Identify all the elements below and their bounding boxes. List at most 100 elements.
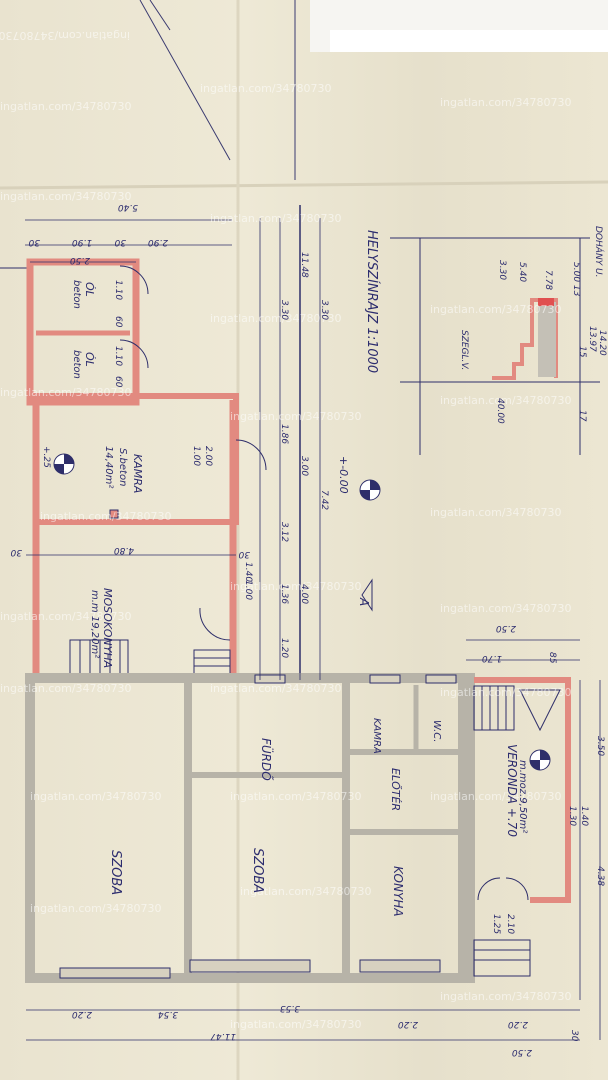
dim-label: 2.20 [508, 1019, 528, 1029]
dim-label: 3.30 [319, 300, 329, 320]
section-label-a: A [357, 597, 371, 606]
dim-label: 2.50 [70, 255, 90, 265]
veranda-stairs [473, 685, 561, 732]
window-marks [59, 674, 457, 979]
watermarks: ingatlan.com/34780730 ingatlan.com/34780… [0, 29, 572, 1031]
watermark-text: ingatlan.com/34780730 [210, 212, 342, 225]
chimney [109, 509, 119, 519]
dim-label: 60 [113, 316, 123, 328]
outbuilding [26, 258, 267, 677]
watermark-text: ingatlan.com/34780730 [440, 96, 572, 109]
dim-label: 3.50 [595, 736, 605, 756]
dim-label: 1.10 [113, 280, 123, 300]
dim-label: 30 [238, 549, 250, 559]
dim-label: 1.90 [72, 237, 92, 247]
entry-door-swing-1 [477, 877, 501, 901]
room-label-kamra: KAMRA [371, 718, 382, 754]
diagonal-line [139, 0, 231, 161]
site-plan-title: HELYSZÍNRAJZ 1:1000 [364, 230, 380, 373]
dim-label: 30 [569, 1030, 579, 1042]
main-house [25, 673, 571, 983]
ol2-door-swing [119, 339, 149, 369]
dim-label: 1.25 [491, 914, 501, 934]
dim-label: 1.40 [579, 806, 589, 826]
entry-door-swing-2 [505, 877, 529, 901]
watermark-text: ingatlan.com/34780730 [0, 100, 132, 113]
veranda-walls [474, 677, 571, 903]
dim-label: 2.20 [398, 1019, 418, 1029]
watermark-text: ingatlan.com/34780730 [440, 394, 572, 407]
watermark-text: ingatlan.com/34780730 [210, 312, 342, 325]
dim-label: 1.30 [567, 806, 577, 826]
dim-label: 1.00 [243, 580, 253, 600]
dim-label: 4.80 [114, 545, 134, 555]
watermark-text: ingatlan.com/34780730 [0, 386, 132, 399]
room-area-veranda: m.moz.9,50m² [517, 760, 528, 833]
room-label-szoba-1: SZOBA [108, 850, 123, 895]
watermark-text: ingatlan.com/34780730 [440, 602, 572, 615]
room-area-mosokonyha: m.m 19,20m² [89, 590, 100, 658]
watermark-text: ingatlan.com/34780730 [0, 190, 132, 203]
watermark-text: ingatlan.com/34780730 [210, 682, 342, 695]
room-sub-ol-1: beton [71, 280, 82, 309]
dimension-lines [25, 218, 601, 1041]
room-label-kamra-big: KAMRA [131, 454, 144, 493]
dim-label: 5.40 [118, 202, 138, 212]
room-label-ol-1: ÓL [83, 282, 96, 297]
room-label-ol-2: ÓL [83, 352, 96, 367]
dim-label: 14.20 [597, 330, 607, 356]
dim-label: 5.00 13 [571, 262, 581, 297]
site-plan-labels: HELYSZÍNRAJZ 1:1000 SZEGL.V. DOHÁNY U. +… [337, 226, 605, 606]
dim-label: 4.38 [595, 866, 605, 886]
dim-label: 2.50 [512, 1047, 532, 1057]
dim-label: +.25 [41, 446, 51, 468]
watermark-text: ingatlan.com/34780730 [0, 610, 132, 623]
dim-label: 13.97 [587, 326, 597, 352]
dim-label: 2.50 [496, 623, 516, 633]
dim-label: 7.42 [319, 490, 329, 510]
room-label-szoba-2: SZOBA [250, 848, 265, 893]
watermark-text: ingatlan.com/34780730 [240, 885, 372, 898]
watermark-text: ingatlan.com/34780730 [30, 790, 162, 803]
room-label-furdo: FÜRDŐ [259, 738, 275, 781]
watermark-text: ingatlan.com/34780730 [0, 682, 132, 695]
dim-label: 1.36 [279, 584, 289, 604]
watermark-text: ingatlan.com/34780730 [40, 510, 172, 523]
watermark-text: ingatlan.com/34780730 [430, 790, 562, 803]
dim-label: 1.86 [279, 424, 289, 444]
room-area-kamra-big: 14,40m² [103, 446, 114, 488]
ol1-door-swing [119, 265, 149, 295]
mosokonyha-door-swing [199, 607, 231, 641]
room-label-mosokonyha: MOSOKONYHA [101, 588, 114, 668]
dim-label: 2.90 [148, 237, 168, 247]
dim-label: 2.20 [72, 1009, 92, 1019]
dim-label: 30 [28, 237, 40, 247]
site-plan-szegely: SZEGL.V. [459, 330, 469, 370]
overlay-paper-sheet-2 [330, 30, 608, 52]
entry-steps [473, 939, 531, 977]
watermark-text: ingatlan.com/34780730 [400, 30, 532, 43]
dimension-labels: 5.40 30 1.90 30 2.90 2.50 1.10 60 60 1.1… [10, 202, 607, 1057]
room-label-konyha: KONYHA [391, 866, 405, 917]
watermark-text: ingatlan.com/34780730 [230, 1018, 362, 1031]
watermark-text: ingatlan.com/34780730 [230, 410, 362, 423]
kamra-door-swing [235, 439, 267, 471]
level-markers [53, 453, 551, 771]
dim-label: 85 [547, 652, 557, 664]
dim-label: 40.00 [495, 398, 505, 424]
dim-label: 30 [10, 547, 22, 557]
room-sub-ol-2: beton [71, 350, 82, 379]
dim-label: 1.00 [191, 446, 201, 466]
watermark-text: ingatlan.com/34780730 [440, 990, 572, 1003]
dim-label: 3.54 [158, 1009, 178, 1019]
room-label-eloter: ELŐTÉR [389, 768, 403, 811]
watermark-text: ingatlan.com/34780730 [30, 902, 162, 915]
room-floor-kamra-big: S.beton [117, 448, 128, 486]
dim-label: 1.10 [113, 346, 123, 366]
watermark-text: ingatlan.com/34780730 [230, 580, 362, 593]
dim-label: 3.53 [280, 1003, 300, 1013]
dim-label: 3.00 [299, 456, 309, 476]
house-outer-walls [25, 673, 475, 983]
